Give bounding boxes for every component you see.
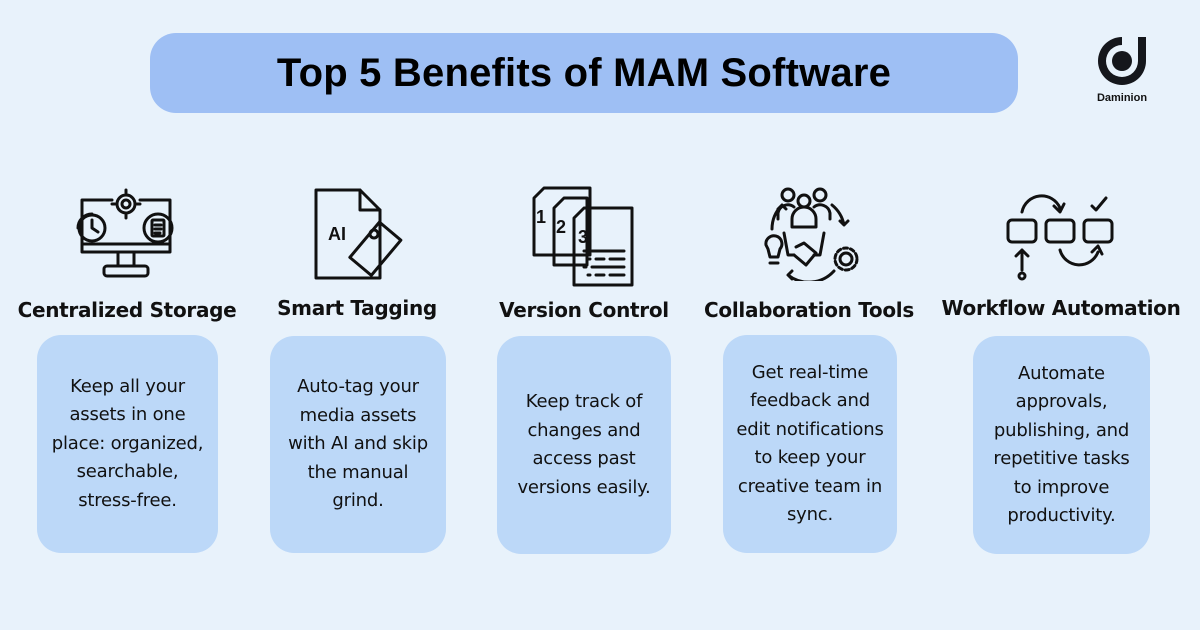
- ai-tag-document-icon: AI: [314, 188, 403, 280]
- benefit-heading: Smart Tagging: [277, 296, 437, 320]
- benefit-description: Get real-time feedback and edit notifica…: [736, 361, 884, 526]
- benefit-heading: Centralized Storage: [17, 298, 237, 322]
- benefit-card: Get real-time feedback and edit notifica…: [723, 335, 897, 553]
- versioned-documents-icon: 1 2 3: [532, 186, 634, 287]
- brand-name: Daminion: [1096, 92, 1148, 104]
- benefit-heading: Collaboration Tools: [704, 298, 914, 322]
- svg-text:2: 2: [556, 217, 566, 237]
- page-title: Top 5 Benefits of MAM Software: [276, 50, 892, 95]
- benefit-card: Automate approvals, publishing, and repe…: [973, 336, 1150, 554]
- benefit-card: Keep track of changes and access past ve…: [497, 336, 671, 554]
- benefit-description: Keep all your assets in one place: organ…: [51, 375, 204, 511]
- benefit-description: Automate approvals, publishing, and repe…: [993, 362, 1130, 527]
- benefit-description: Auto-tag your media assets with AI and s…: [288, 376, 428, 512]
- svg-text:3: 3: [578, 227, 588, 247]
- benefit-heading: Workflow Automation: [941, 296, 1181, 320]
- monitor-storage-icon: [76, 188, 174, 278]
- benefit-card: Auto-tag your media assets with AI and s…: [270, 336, 446, 553]
- svg-text:1: 1: [536, 207, 546, 227]
- title-banner: Top 5 Benefits of MAM Software: [150, 33, 1018, 113]
- brand-logo: Daminion: [1090, 32, 1154, 104]
- team-collaboration-icon: [764, 187, 859, 281]
- workflow-steps-icon: [1006, 194, 1114, 281]
- benefit-heading: Version Control: [499, 298, 669, 322]
- ai-label: AI: [328, 224, 346, 244]
- benefit-card: Keep all your assets in one place: organ…: [37, 335, 218, 553]
- daminion-logo-icon: [1098, 37, 1146, 85]
- benefit-description: Keep track of changes and access past ve…: [517, 391, 651, 498]
